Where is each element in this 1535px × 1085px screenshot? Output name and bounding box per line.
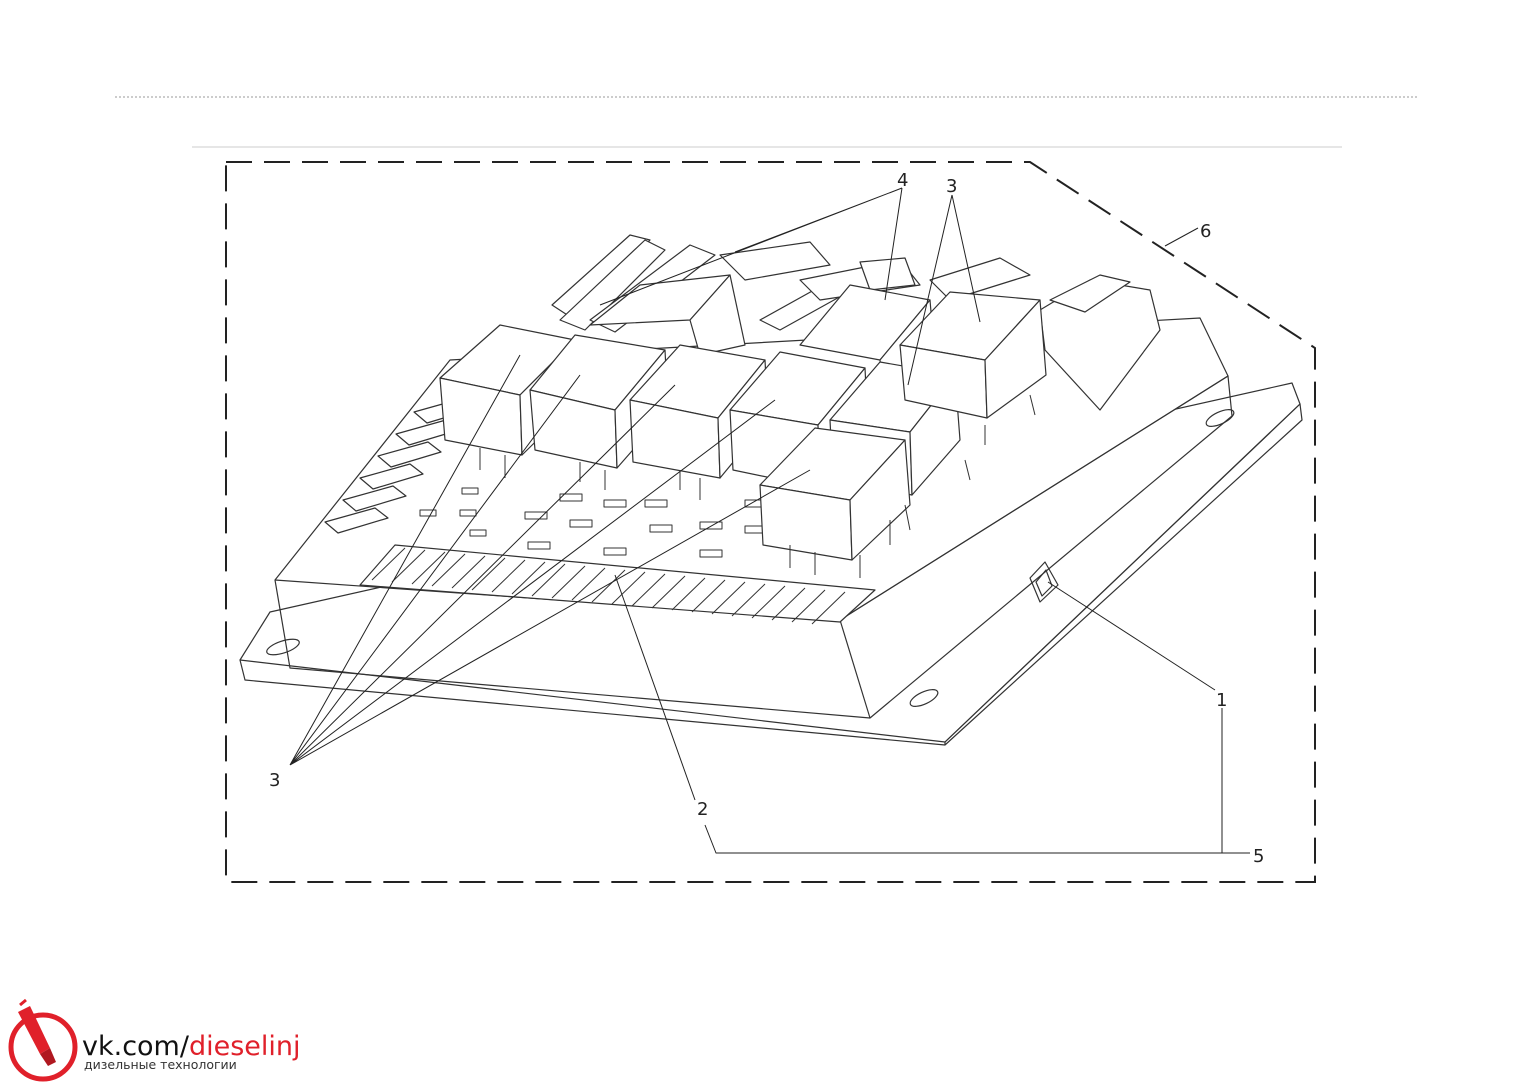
latch-clip-inner: [1035, 569, 1053, 597]
terminal-slots: [419, 487, 768, 558]
relay-cubes: [439, 274, 1047, 561]
dashed-assembly-frame: [225, 161, 1316, 883]
housing-front: [274, 579, 871, 719]
callout-1: 1: [1216, 690, 1227, 711]
housing-side: [839, 375, 1233, 719]
connector-pins: [371, 547, 846, 625]
base-plate-front: [239, 659, 946, 746]
relay-pins: [479, 394, 1036, 578]
callout-3-top: 3: [946, 176, 957, 197]
callout-2: 2: [697, 799, 708, 820]
mounting-slot-left: [266, 638, 300, 656]
callout-3-bottom: 3: [269, 770, 280, 791]
injector-logo-icon: [8, 998, 78, 1082]
leader-lines: [289, 187, 1250, 854]
callout-5: 5: [1253, 846, 1264, 867]
latch-clip: [1029, 561, 1059, 603]
callout-labels: 1 2 3 3 4 5 6: [269, 170, 1264, 867]
callout-6: 6: [1200, 221, 1211, 242]
base-plate-side: [944, 403, 1303, 746]
watermark-url: vk.com/dieselinj: [82, 1031, 301, 1062]
watermark-tagline: дизельные технологии: [84, 1057, 237, 1072]
mounting-slot-front: [909, 689, 939, 707]
relay-box-drawing: [239, 187, 1303, 854]
callout-4: 4: [897, 170, 908, 191]
watermark: vk.com/dieselinj дизельные технологии: [8, 998, 301, 1082]
